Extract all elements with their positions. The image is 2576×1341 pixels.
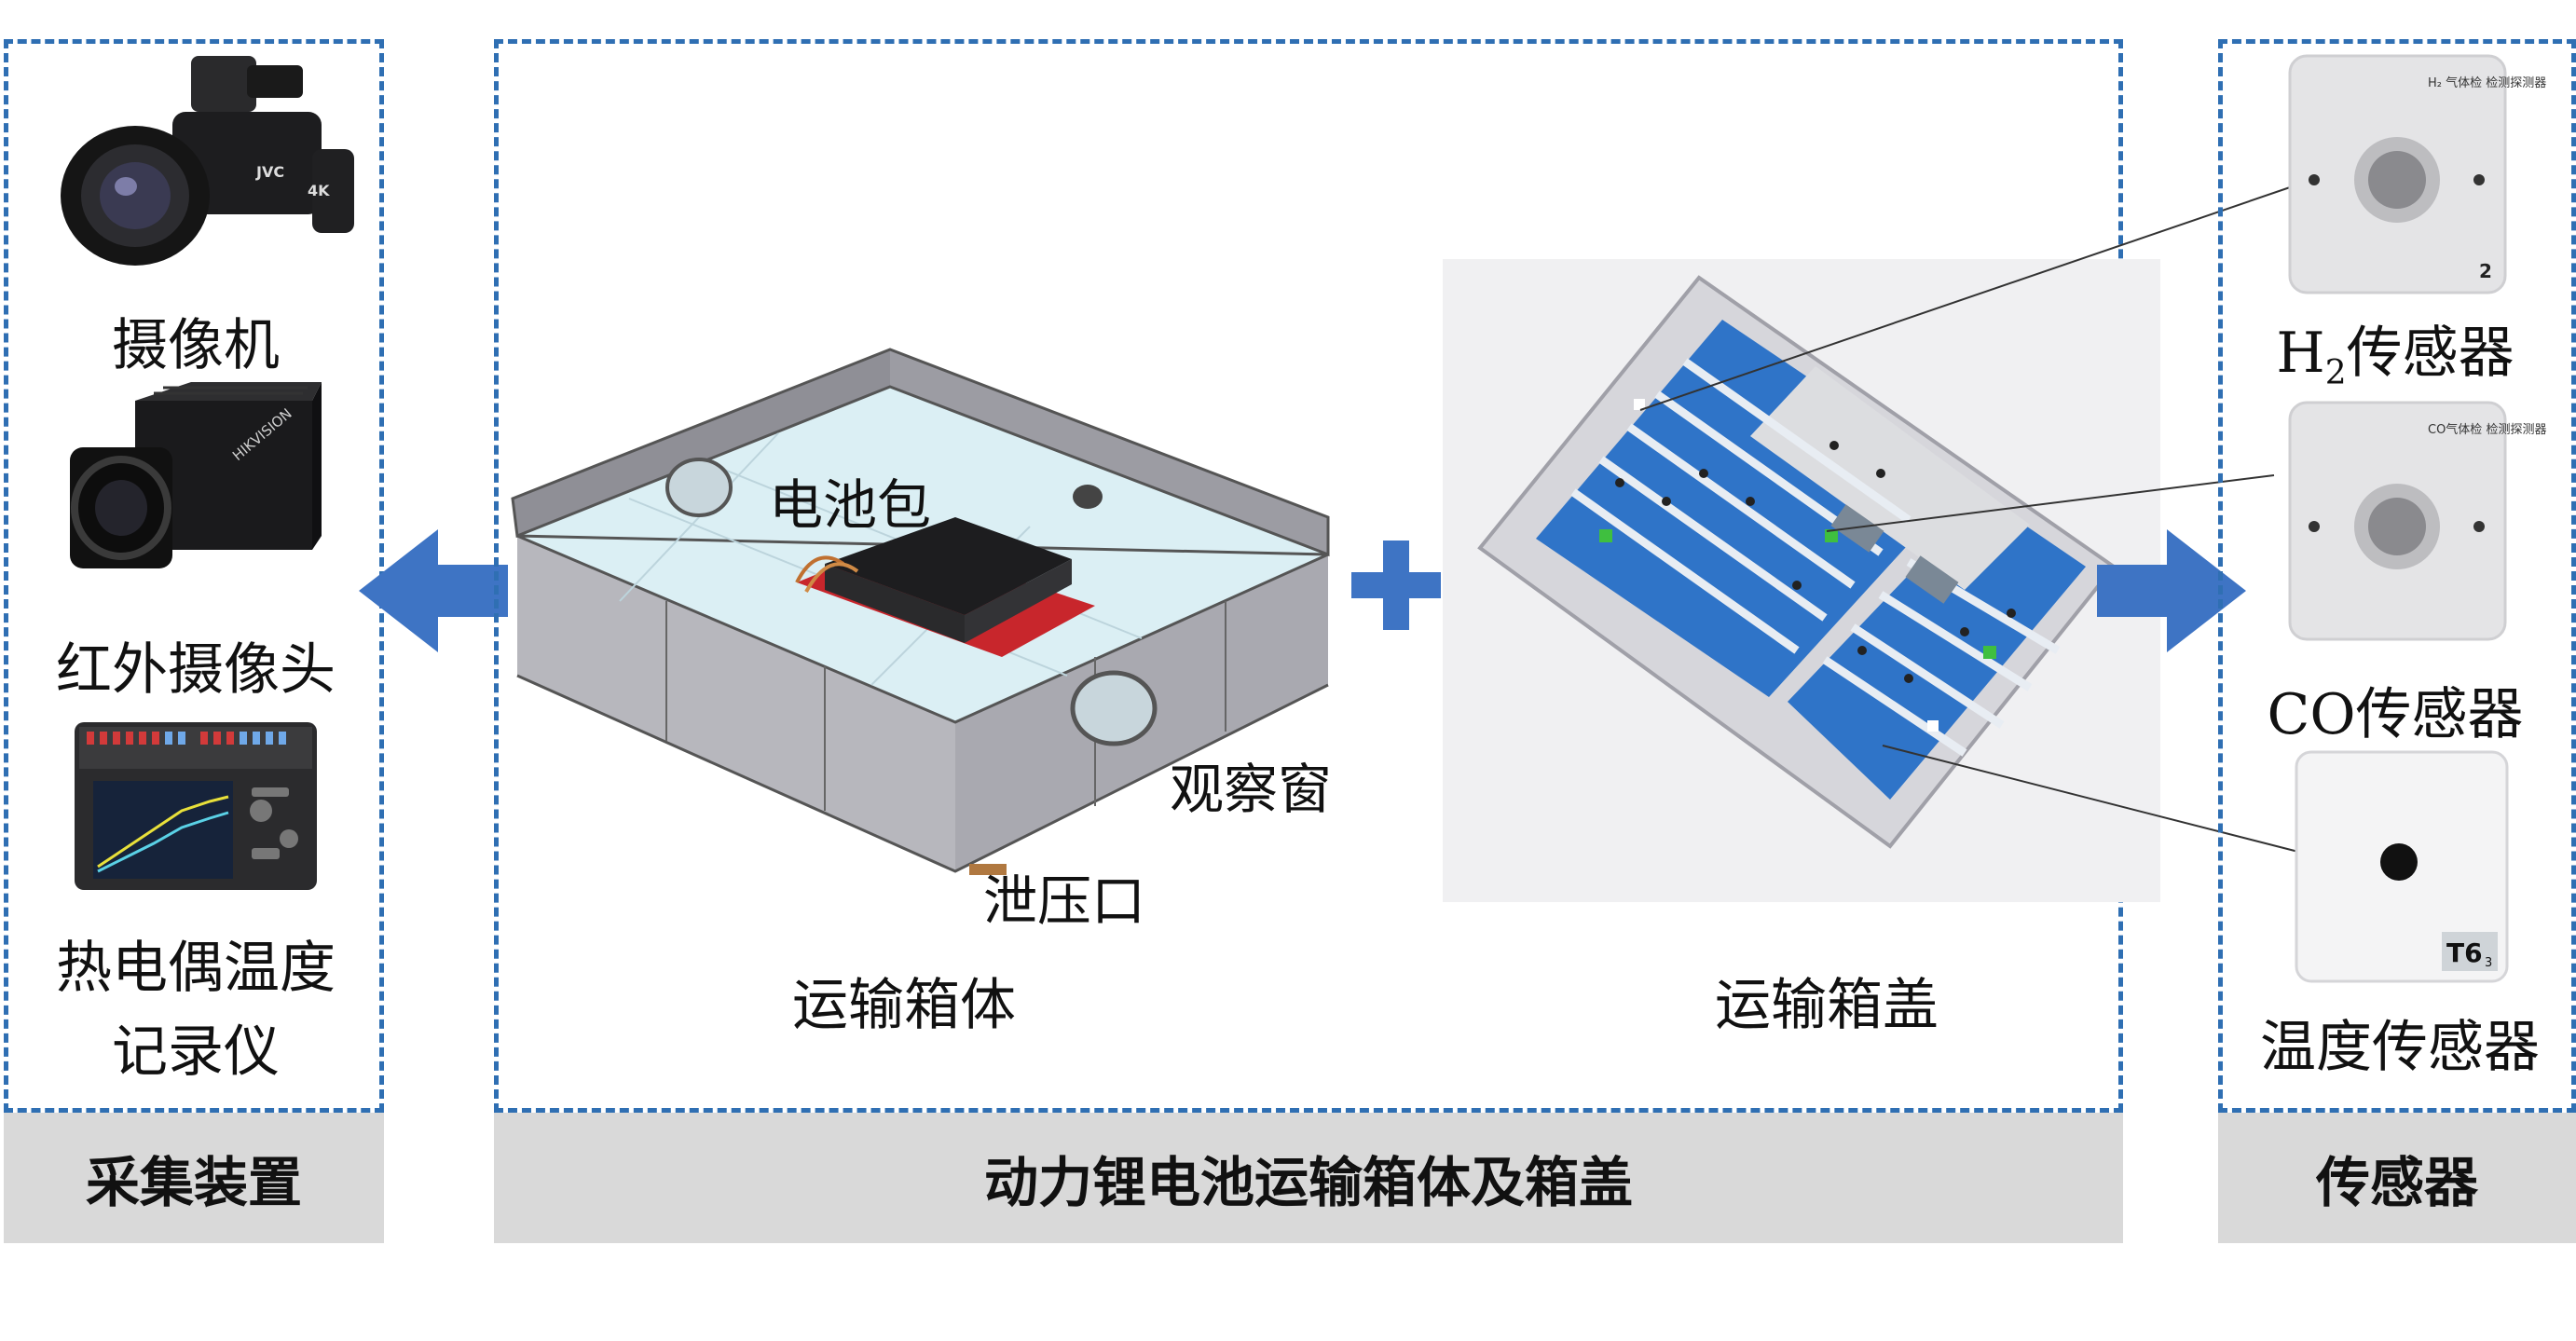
- sensor-label-h2-sub: 2: [2324, 354, 2347, 392]
- acquisition-footer: 采集装置: [4, 1113, 384, 1243]
- plus-icon: [1351, 541, 1441, 630]
- transport-box-footer: 动力锂电池运输箱体及箱盖: [494, 1113, 2123, 1243]
- device-label-recorder-line1: 热电偶温度: [56, 936, 336, 1001]
- callout-pressure-relief: 泄压口: [983, 869, 1146, 933]
- lid-label: 运输箱盖: [1715, 973, 1939, 1038]
- sensor-label-h2: H2传感器: [2237, 308, 2554, 392]
- h2-sensor-image: H₂ 气体检 检测探测器 2: [2288, 54, 2546, 294]
- sensor-label-h2-suffix: 传感器: [2346, 321, 2514, 386]
- temperature-sensor-image: T6 3: [2295, 750, 2509, 983]
- sensor-label-temperature: 温度传感器: [2260, 1015, 2540, 1080]
- h2-device-number: 2: [2479, 260, 2492, 282]
- transport-lid-image: [1443, 259, 2160, 902]
- temp-device-badge: T6: [2446, 937, 2483, 968]
- device-label-ir-camera: 红外摄像头: [56, 637, 336, 703]
- sensor-label-h2-prefix: H: [2276, 321, 2325, 386]
- h2-device-text: H₂ 气体检 检测探测器: [2428, 75, 2546, 90]
- camera-badge: 4K: [308, 182, 330, 199]
- camera-brand: JVC: [255, 163, 284, 181]
- co-sensor-image: CO气体检 检测探测器: [2288, 401, 2546, 641]
- sensor-footer: 传感器: [2218, 1113, 2576, 1243]
- callout-battery-pack: 电池包: [769, 473, 932, 537]
- device-label-camera: 摄像机: [112, 313, 280, 378]
- thermocouple-recorder-image: [70, 718, 322, 895]
- arrow-right-icon: [2088, 529, 2246, 652]
- device-label-recorder-line2: 记录仪: [112, 1019, 280, 1085]
- sensor-panel: [2218, 39, 2576, 1113]
- co-device-text: CO气体检 检测探测器: [2428, 422, 2546, 437]
- video-camera-image: JVC 4K: [51, 47, 359, 280]
- callout-observation-window: 观察窗: [1170, 758, 1333, 821]
- temp-device-badge-sub: 3: [2485, 956, 2492, 970]
- arrow-left-icon: [359, 529, 517, 652]
- box-label: 运输箱体: [792, 973, 1016, 1038]
- transport-box-image: [511, 348, 1337, 885]
- sensor-label-co: CO传感器: [2267, 682, 2524, 747]
- ir-camera-image: HIKVISION: [51, 382, 331, 596]
